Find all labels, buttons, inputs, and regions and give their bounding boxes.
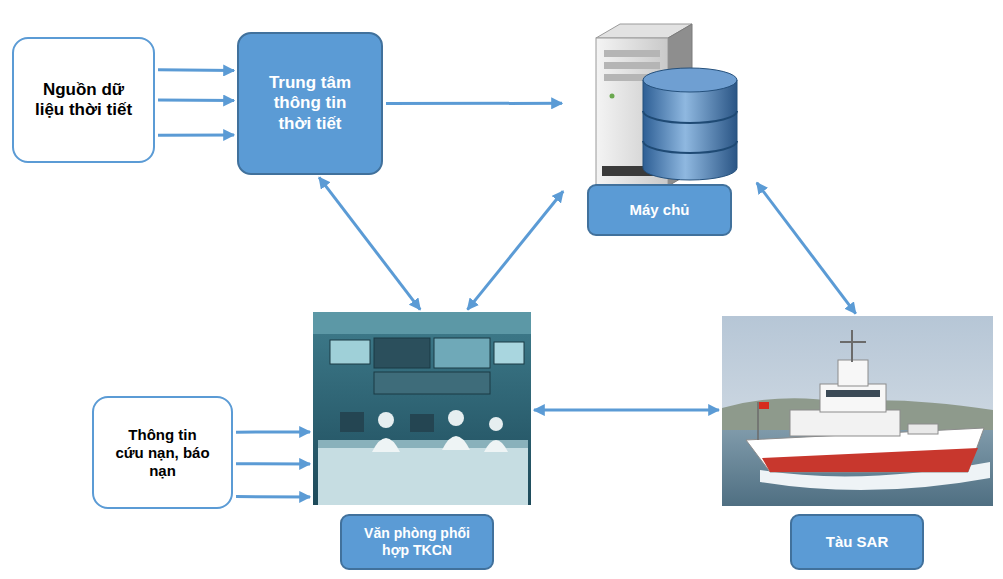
server-icon [596, 24, 737, 186]
label-box: Văn phòng phối hợp TKCN [340, 514, 494, 570]
flow-arrow [236, 462, 310, 465]
sar-ship-photo [722, 316, 993, 506]
node-label: Thông tin cứu nạn, báo nạn [115, 426, 211, 480]
node-label: Trung tâm thông tin thời tiết [267, 73, 353, 134]
label-box: Máy chủ [587, 184, 732, 236]
ship-node: Tàu SAR [722, 316, 993, 570]
flow-arrow [236, 495, 310, 498]
source-box: Thông tin cứu nạn, báo nạn [92, 396, 233, 509]
process-box: Trung tâm thông tin thời tiết [237, 32, 383, 175]
source-box: Nguồn dữ liệu thời tiết [12, 37, 155, 163]
flow-arrow [158, 99, 234, 103]
flow-arrow [236, 430, 310, 433]
node-label: Tàu SAR [826, 533, 889, 551]
node-label: Nguồn dữ liệu thời tiết [34, 80, 134, 121]
flow-arrow [757, 183, 856, 314]
node-label: Văn phòng phối hợp TKCN [350, 525, 484, 559]
label-box: Tàu SAR [790, 514, 924, 570]
office-node: Văn phòng phối hợp TKCN [313, 312, 531, 570]
flow-arrow [386, 102, 562, 105]
server-node: Máy chủ [565, 22, 755, 236]
flow-arrow [467, 191, 563, 309]
node-label: Máy chủ [629, 201, 689, 219]
control-room-photo [313, 312, 531, 505]
flow-arrow [534, 408, 719, 411]
flow-arrow [319, 177, 420, 309]
flow-arrow [158, 133, 234, 136]
flow-arrow [158, 68, 234, 72]
